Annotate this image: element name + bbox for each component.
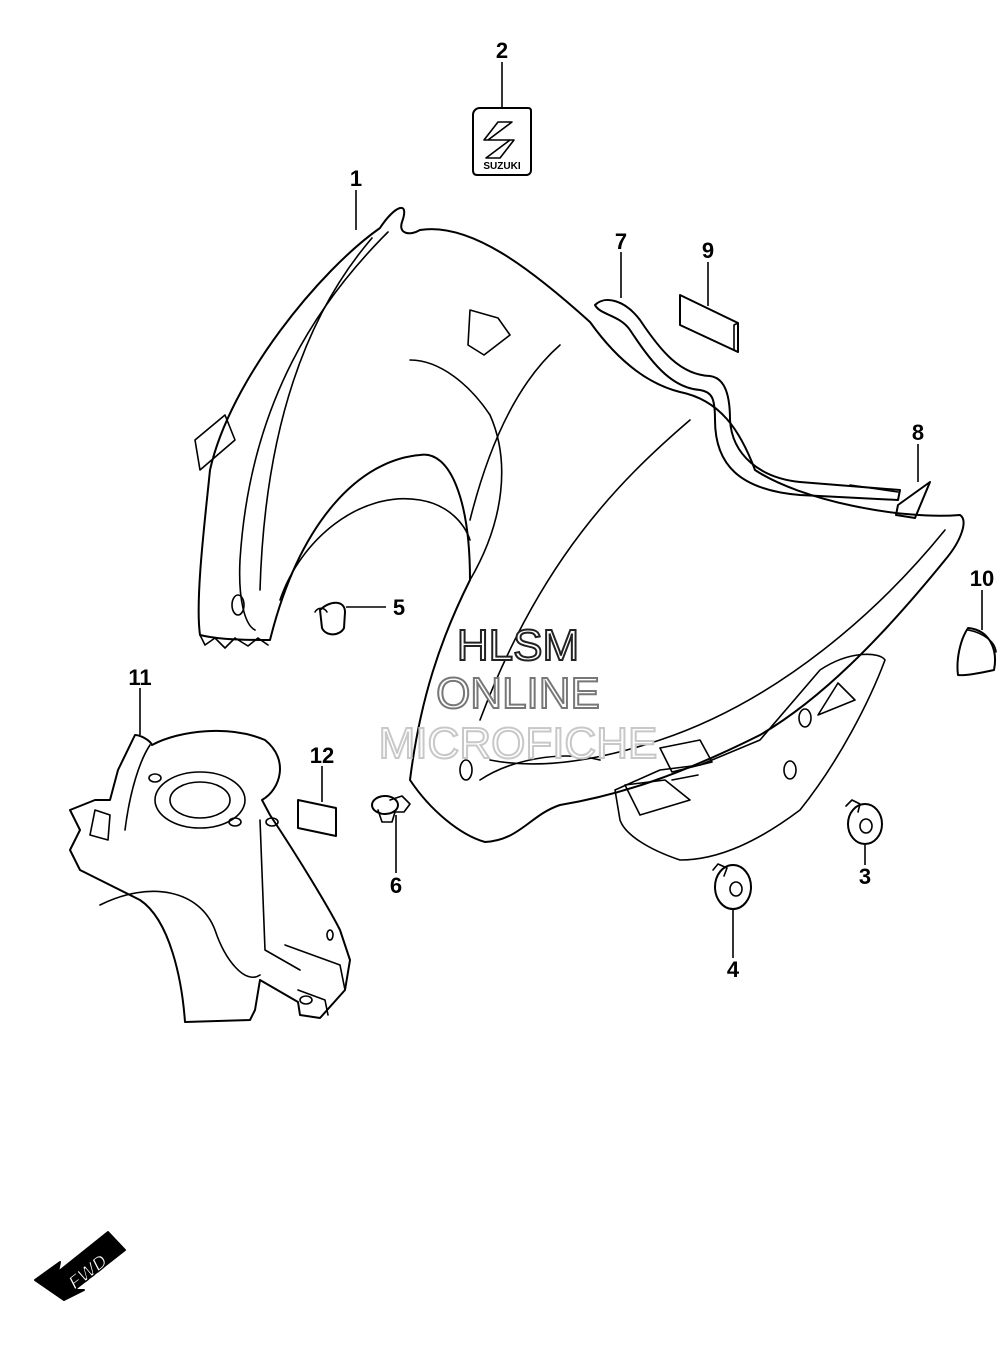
fwd-arrow: FWD [34, 1231, 126, 1301]
part-9-pad [679, 294, 739, 353]
callout-5: 5 [393, 595, 405, 620]
callout-3: 3 [859, 864, 871, 889]
callout-9: 9 [702, 238, 714, 263]
part-4-screw [712, 863, 752, 910]
callout-2: 2 [496, 38, 508, 63]
callout-10: 10 [970, 566, 994, 591]
watermark-line-2: ONLINE [436, 669, 600, 718]
part-10-cap [956, 627, 997, 677]
part-12-pad [297, 799, 337, 837]
callout-7: 7 [615, 229, 627, 254]
callout-numbers: 1 2 3 4 5 6 7 8 9 10 11 12 [128, 38, 994, 982]
part-2-emblem: SUZUKI [472, 107, 532, 176]
callout-1: 1 [350, 166, 362, 191]
callout-6: 6 [390, 873, 402, 898]
part-1-front-cowl [194, 206, 965, 843]
callout-11: 11 [128, 665, 151, 690]
watermark-line-3: MICROFICHE [379, 719, 658, 768]
leader-lines [139, 62, 983, 958]
inner-bracket [614, 653, 886, 861]
part-7-edge-trim [594, 299, 901, 501]
watermark: HLSM ONLINE MICROFICHE [378, 620, 659, 769]
part-11-inner-cover [69, 730, 351, 1023]
watermark-line-1: HLSM [457, 621, 579, 670]
fwd-arrow-icon [34, 1231, 126, 1301]
emblem-text: SUZUKI [483, 161, 520, 172]
part-3-screw [845, 799, 883, 845]
callout-4: 4 [727, 957, 740, 982]
part-8-pad [895, 481, 931, 519]
callout-8: 8 [912, 420, 924, 445]
part-6-rivet [371, 795, 411, 823]
part-5-clip [314, 601, 346, 636]
callout-12: 12 [310, 743, 334, 768]
